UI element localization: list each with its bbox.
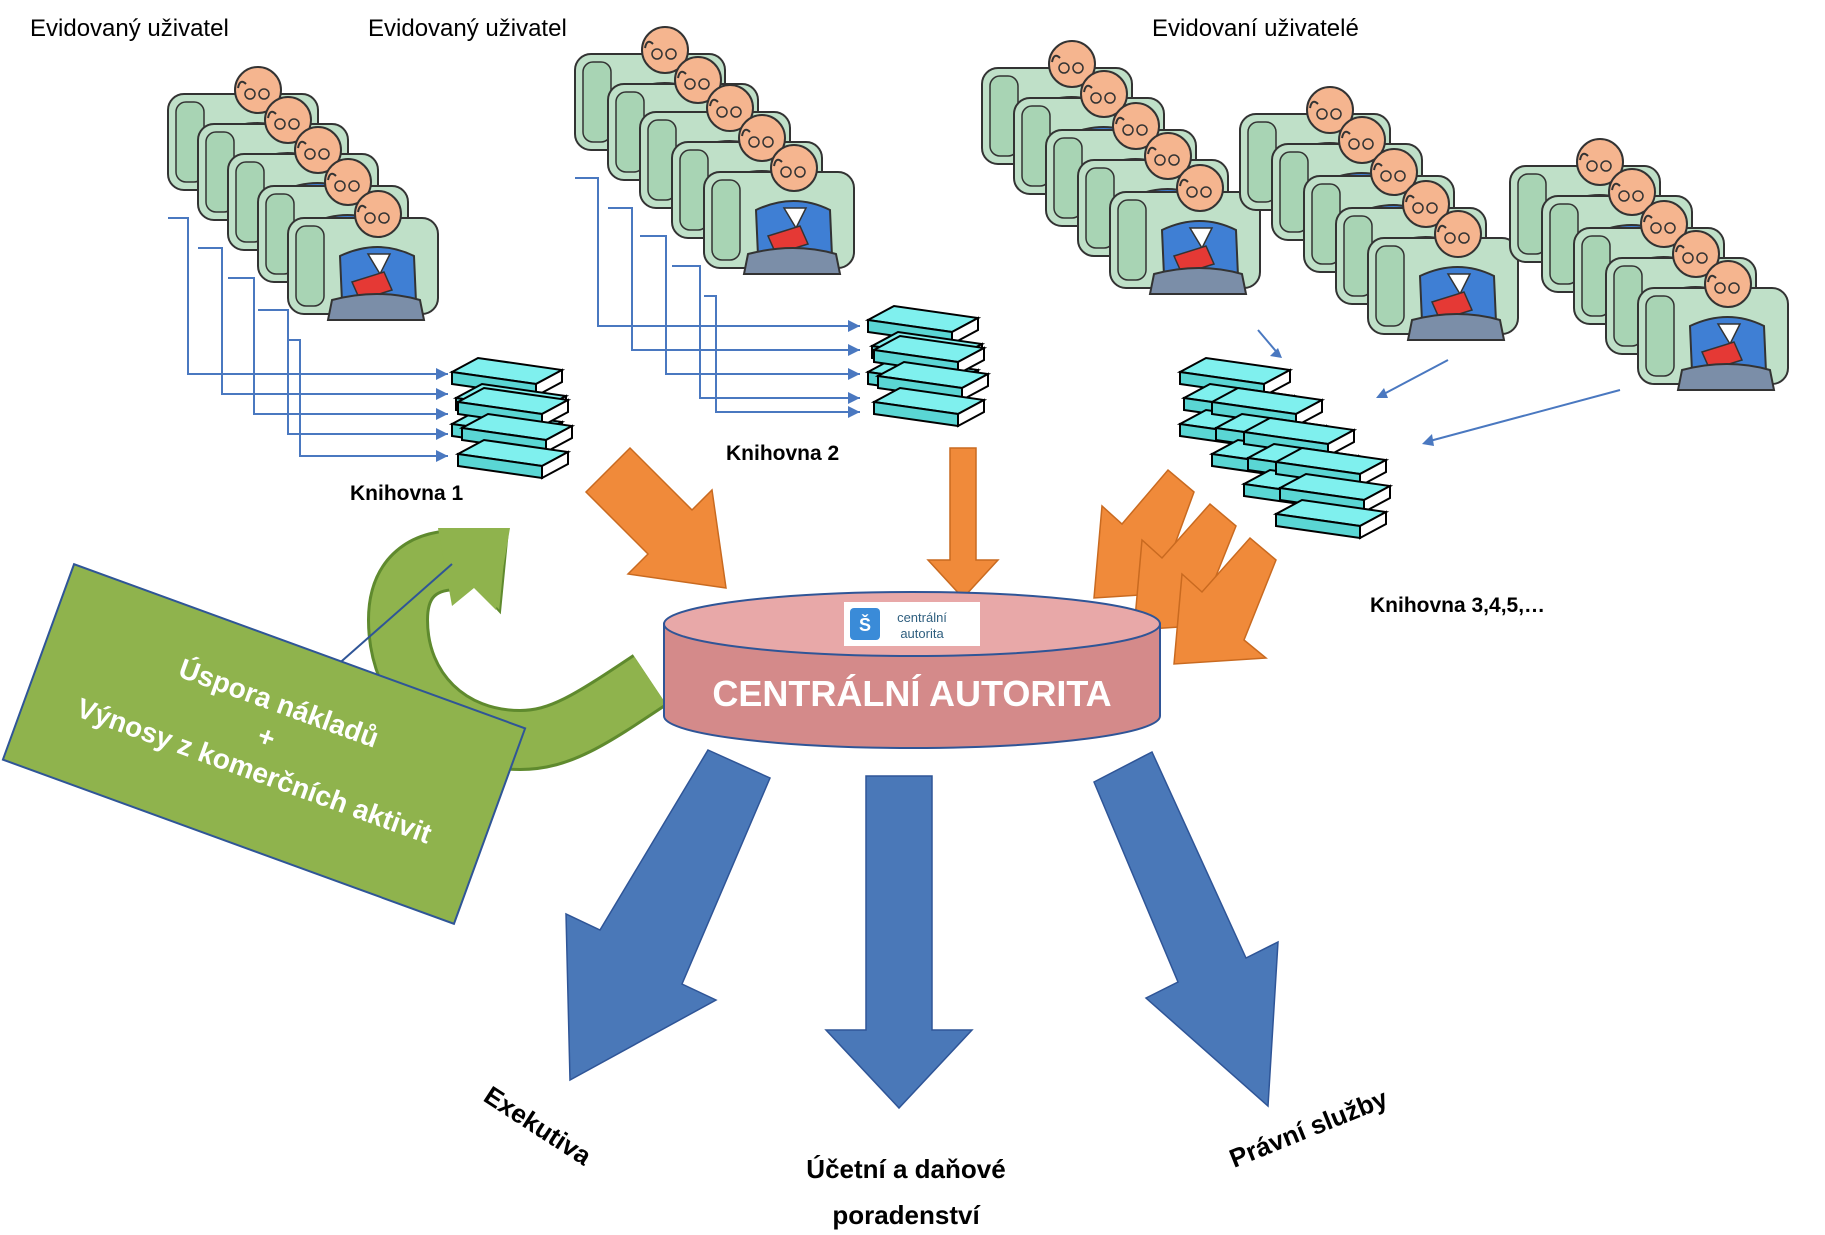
library-2-label: Knihovna 2 xyxy=(726,442,839,465)
arrow-central-to-exekutiva xyxy=(565,749,771,1082)
library-3-label: Knihovna 3,4,5,… xyxy=(1370,594,1545,617)
output-label-legal: Právní služby xyxy=(1225,1083,1392,1174)
connectors-group-1 xyxy=(168,217,448,462)
central-authority: CENTRÁLNÍ AUTORITA Š centrální autorita xyxy=(663,591,1161,749)
arrow-library3c-to-central xyxy=(1173,536,1277,665)
user-group-label-2: Evidovaný uživatel xyxy=(368,15,567,42)
book-stack-icon xyxy=(1275,447,1391,539)
arrow-library1-to-central xyxy=(584,446,727,589)
logo-text-line2: autorita xyxy=(900,626,944,641)
output-label-exekutiva: Exekutiva xyxy=(479,1080,598,1172)
user-group-label-1: Evidovaný uživatel xyxy=(30,15,229,42)
library-1-label: Knihovna 1 xyxy=(350,482,464,505)
blue-arrows xyxy=(565,749,1279,1110)
arrow-central-to-accounting xyxy=(824,775,974,1110)
output-label-accounting-line2: poradenství xyxy=(832,1200,980,1230)
book-stack-icon xyxy=(873,335,989,427)
arrow-library2-to-central xyxy=(926,447,1000,600)
arrow-central-to-legal xyxy=(1093,750,1279,1108)
connectors-group-3 xyxy=(1257,329,1621,446)
output-label-accounting-line1: Účetní a daňové xyxy=(806,1154,1005,1184)
user-group-label-3: Evidovaní uživatelé xyxy=(1152,15,1359,42)
library-1-books xyxy=(451,357,573,479)
orange-arrows xyxy=(584,446,1277,665)
central-authority-logo: Š centrální autorita xyxy=(844,602,980,646)
central-authority-title: CENTRÁLNÍ AUTORITA xyxy=(712,673,1111,714)
savings-box: Úspora nákladů + Výnosy z komerčních akt… xyxy=(1,562,527,926)
user-group-3 xyxy=(981,40,1789,391)
connectors-group-2 xyxy=(575,177,860,418)
book-stack-icon xyxy=(457,387,573,479)
user-group-1 xyxy=(167,66,439,321)
library-2-books xyxy=(867,305,989,427)
logo-text-line1: centrální xyxy=(897,610,947,625)
logo-glyph: Š xyxy=(859,614,871,635)
user-group-2 xyxy=(574,26,855,275)
